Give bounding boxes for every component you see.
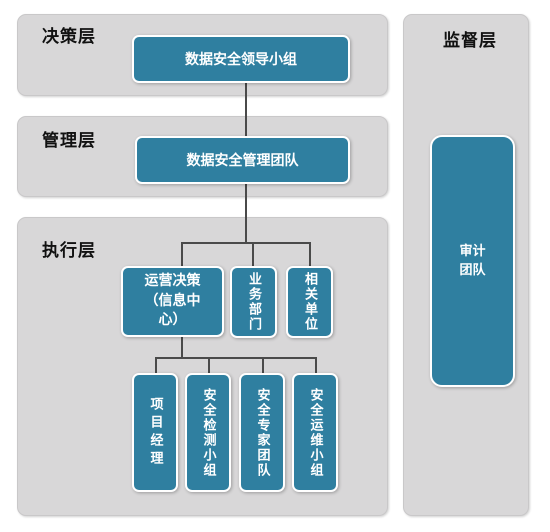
business-department-label: 业务部门 (246, 272, 261, 332)
management-layer-title: 管理层 (42, 131, 96, 151)
data-security-management-label: 数据安全管理团队 (186, 153, 299, 169)
supervision-layer-title: 监督层 (443, 31, 497, 51)
data-security-leadership-box: 数据安全领导小组 (132, 35, 350, 83)
related-units-box: 相关单位 (286, 266, 333, 338)
connector-drop-security-ops (315, 357, 317, 374)
related-units-label: 相关单位 (302, 272, 317, 332)
audit-team-label: 审计 团队 (459, 243, 486, 279)
data-security-management-box: 数据安全管理团队 (135, 136, 350, 184)
security-expert-label: 安全专家团队 (254, 387, 270, 478)
decision-layer-title: 决策层 (42, 27, 96, 47)
connector-drop-security-expert (262, 357, 264, 374)
project-manager-label: 项目经理 (147, 396, 163, 469)
connector-ops-down (181, 336, 183, 358)
security-testing-label: 安全检测小组 (200, 387, 216, 478)
business-department-box: 业务部门 (230, 266, 277, 338)
execution-layer-title: 执行层 (42, 241, 96, 261)
connector-team-horizontal (155, 357, 316, 359)
connector-drop-related (309, 242, 311, 267)
connector-drop-security-testing (208, 357, 210, 374)
ops-decision-label: 运营决策 （信息中 心） (144, 273, 201, 329)
audit-team-box: 审计 团队 (430, 135, 515, 387)
connector-execution-horizontal (181, 242, 311, 244)
security-ops-box: 安全运维小组 (292, 373, 338, 492)
connector-drop-ops (181, 242, 183, 267)
connector-drop-project-manager (155, 357, 157, 374)
connector-leader-to-management (245, 83, 247, 136)
security-expert-box: 安全专家团队 (239, 373, 285, 492)
security-testing-box: 安全检测小组 (185, 373, 231, 492)
project-manager-box: 项目经理 (132, 373, 178, 492)
data-security-leadership-label: 数据安全领导小组 (185, 52, 297, 68)
ops-decision-box: 运营决策 （信息中 心） (121, 266, 224, 337)
security-ops-label: 安全运维小组 (307, 387, 323, 478)
connector-management-to-execution (245, 184, 247, 243)
connector-drop-business (252, 242, 254, 267)
